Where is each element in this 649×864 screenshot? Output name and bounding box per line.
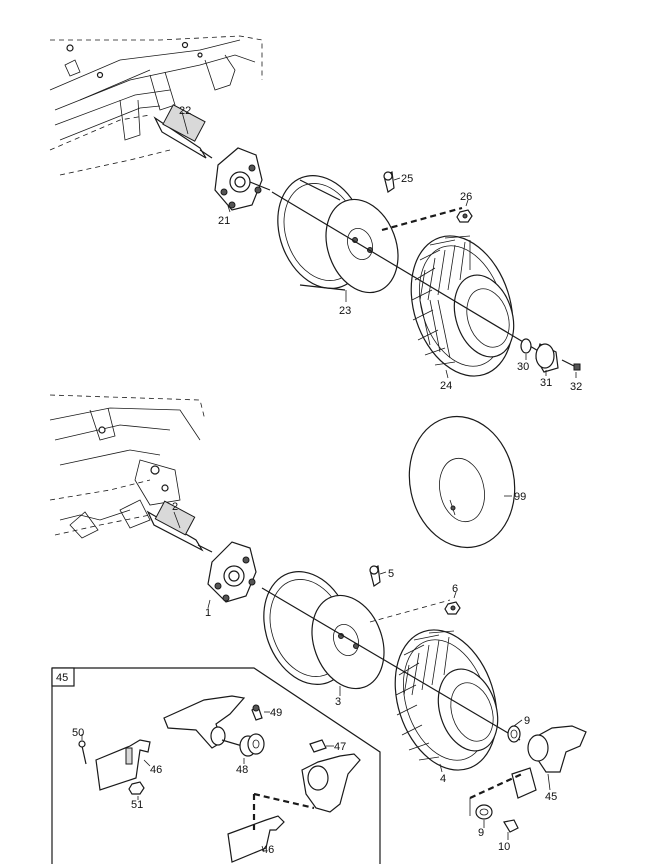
lower-small-washer (475, 804, 493, 820)
callout-21: 21 (218, 215, 230, 227)
callout-3: 3 (335, 696, 341, 708)
callout-99: 99 (514, 491, 526, 503)
callout-9-upper: 9 (524, 715, 530, 727)
lower-lug-nut (444, 601, 461, 615)
lower-hub (207, 541, 257, 603)
lower-axis-line (261, 587, 521, 741)
lower-washer (507, 725, 521, 743)
inset-box: 45 (51, 667, 381, 864)
callout-26: 26 (460, 191, 472, 203)
callout-10: 10 (498, 841, 510, 853)
lower-valve-stem (369, 565, 381, 587)
lower-nut-guide (369, 599, 451, 623)
lower-tire (394, 629, 499, 771)
upper-hub-cap-parts (520, 338, 581, 373)
callout-9-lower: 9 (478, 827, 484, 839)
callout-51: 51 (131, 799, 143, 811)
callout-22: 22 (179, 105, 191, 117)
callout-24: 24 (440, 380, 452, 392)
callout-32: 32 (570, 381, 582, 393)
inset-bracket-left (95, 739, 151, 791)
callout-30: 30 (517, 361, 529, 373)
callout-48: 48 (236, 764, 248, 776)
upper-axle-tube (153, 104, 213, 159)
upper-nut-guide (381, 206, 463, 232)
callout-49: 49 (270, 707, 282, 719)
lower-frame (49, 394, 206, 539)
callout-4: 4 (440, 773, 446, 785)
inset-nut-51 (128, 781, 145, 795)
callout-45: 45 (545, 791, 557, 803)
callout-6: 6 (452, 583, 458, 595)
callout-1: 1 (205, 607, 211, 619)
inset-label-45: 45 (56, 672, 68, 684)
callout-46-lower: 46 (262, 844, 274, 856)
callout-46-upper: 46 (150, 764, 162, 776)
inset-bolt-49 (251, 704, 263, 721)
upper-valve-stem (383, 171, 395, 193)
callout-47: 47 (334, 741, 346, 753)
callout-2: 2 (172, 501, 178, 513)
inner-tube (408, 415, 516, 549)
callout-23: 23 (339, 305, 351, 317)
lower-rim (263, 571, 385, 690)
upper-hub (214, 147, 271, 211)
lower-clip (503, 819, 519, 833)
inset-spacer-48 (239, 733, 265, 757)
callout-5: 5 (388, 568, 394, 580)
inset-bracket-upper (163, 695, 257, 751)
inset-bolt-50 (78, 740, 87, 765)
upper-axis-line (271, 191, 541, 353)
callout-50: 50 (72, 727, 84, 739)
callout-25: 25 (401, 173, 413, 185)
lower-axle-tube (146, 500, 213, 553)
lower-hubcap-assembly (469, 725, 587, 816)
inset-bracket-lower (227, 792, 315, 863)
inset-hubcap-47 (301, 739, 361, 813)
upper-frame (49, 35, 263, 176)
upper-lug-nut (456, 209, 473, 223)
callout-31: 31 (540, 377, 552, 389)
